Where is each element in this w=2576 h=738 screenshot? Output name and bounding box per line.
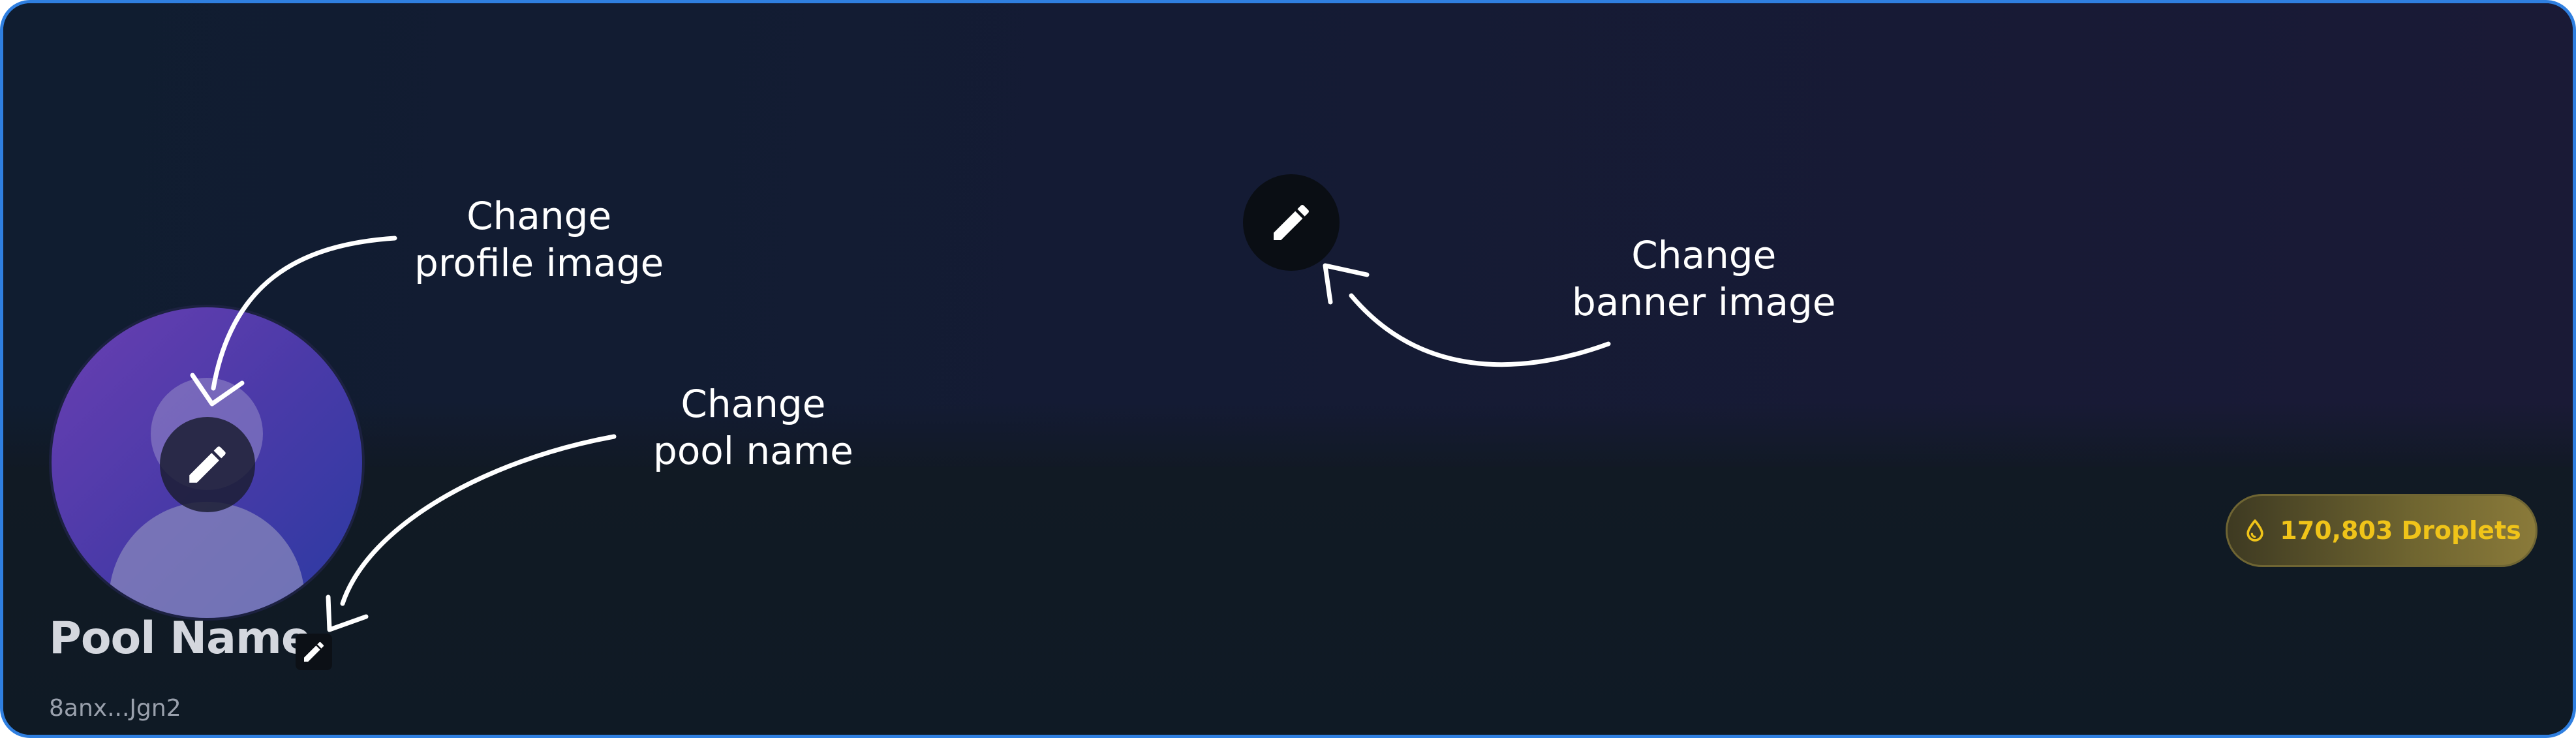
annotation-banner-image: Change banner image [1572,232,1836,326]
avatar-placeholder-body [109,502,305,618]
droplets-badge: 170,803 Droplets [2226,494,2538,567]
pool-address: 8anx...Jgn2 [49,695,181,722]
droplets-count: 170,803 Droplets [2280,516,2521,545]
avatar-edit-button[interactable] [160,417,255,512]
annotation-line: banner image [1572,280,1836,324]
pencil-icon [304,641,324,662]
annotation-line: Change [467,194,612,238]
pencil-icon [1274,204,1309,240]
pool-name-edit-button[interactable] [296,634,332,670]
annotation-line: Change [681,382,826,426]
droplet-icon [2246,519,2263,542]
annotation-pool-name: Change pool name [653,380,853,474]
banner-image[interactable] [3,3,2573,473]
annotation-line: Change [1631,233,1777,277]
header-lower-area [3,467,2573,735]
annotation-profile-image: Change profile image [414,192,664,286]
banner-edit-button[interactable] [1243,174,1340,271]
pool-name: Pool Name [49,613,311,664]
annotation-line: profile image [414,241,664,285]
pencil-icon [189,446,226,483]
annotation-line: pool name [653,429,853,473]
